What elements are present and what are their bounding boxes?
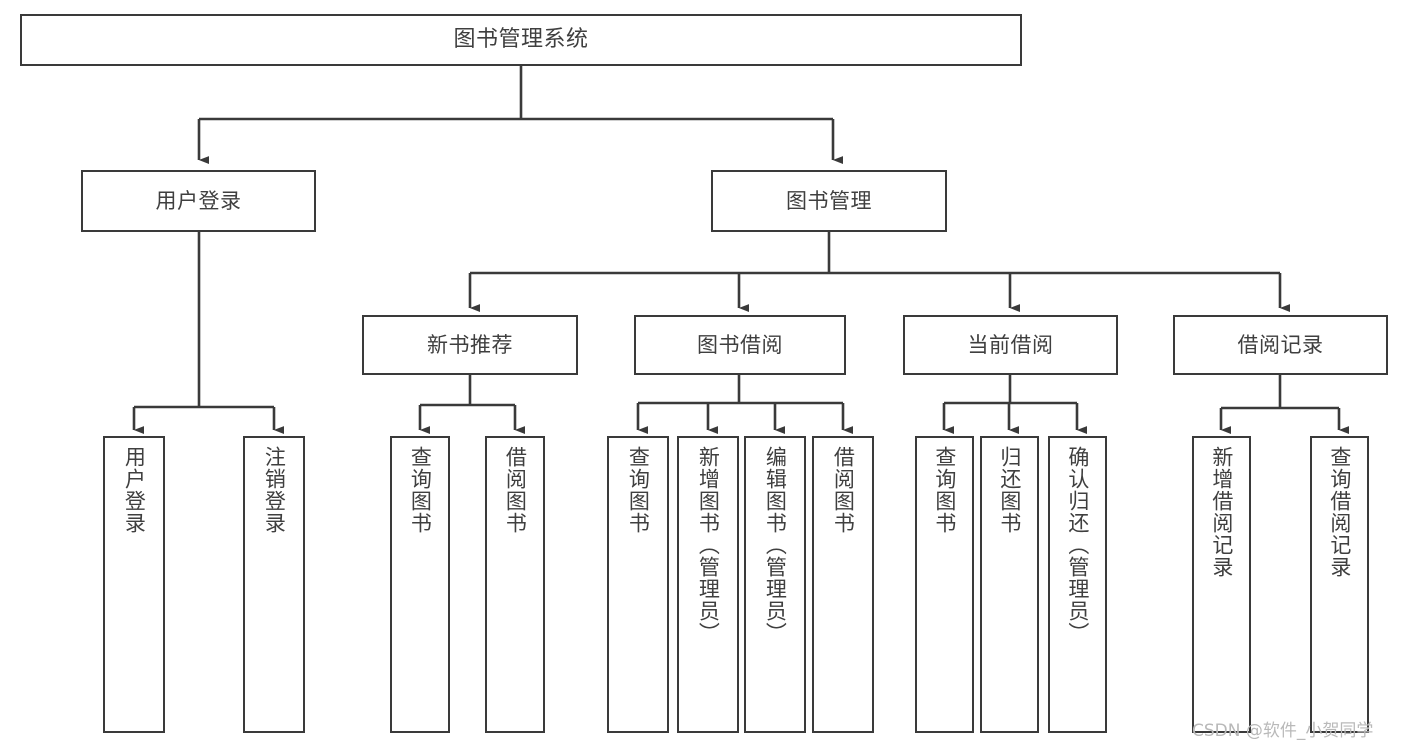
leaf-borrow-record-query[interactable]: 查询借阅记录 bbox=[1310, 436, 1369, 733]
node-label: 查询图书 bbox=[932, 446, 957, 534]
node-label: 用户登录 bbox=[155, 188, 242, 213]
node-label: 借阅图书 bbox=[831, 446, 856, 534]
leaf-new-book-query[interactable]: 查询图书 bbox=[390, 436, 450, 733]
node-label: 图书借阅 bbox=[697, 332, 783, 357]
leaf-book-borrow-edit[interactable]: 编辑图书（管理员） bbox=[744, 436, 806, 733]
node-book-management[interactable]: 图书管理 bbox=[711, 170, 947, 232]
node-current-borrow[interactable]: 当前借阅 bbox=[903, 315, 1118, 375]
node-label: 新增图书（管理员） bbox=[696, 446, 721, 644]
node-label: 借阅记录 bbox=[1237, 332, 1324, 357]
leaf-book-borrow-add[interactable]: 新增图书（管理员） bbox=[677, 436, 739, 733]
node-label: 查询图书 bbox=[408, 446, 433, 534]
node-label: 归还图书 bbox=[997, 446, 1022, 534]
leaf-current-borrow-confirm-return[interactable]: 确认归还（管理员） bbox=[1048, 436, 1107, 733]
leaf-book-borrow-query[interactable]: 查询图书 bbox=[607, 436, 669, 733]
node-label: 借阅图书 bbox=[503, 446, 528, 534]
node-user-login[interactable]: 用户登录 bbox=[81, 170, 316, 232]
node-label: 编辑图书（管理员） bbox=[763, 446, 788, 644]
node-label: 确认归还（管理员） bbox=[1065, 446, 1090, 644]
node-root-system[interactable]: 图书管理系统 bbox=[20, 14, 1022, 66]
node-label: 图书管理系统 bbox=[453, 27, 589, 53]
node-label: 当前借阅 bbox=[967, 332, 1054, 357]
leaf-current-borrow-query[interactable]: 查询图书 bbox=[915, 436, 974, 733]
leaf-user-login-login[interactable]: 用户登录 bbox=[103, 436, 165, 733]
node-label: 查询借阅记录 bbox=[1327, 446, 1352, 578]
node-label: 查询图书 bbox=[626, 446, 651, 534]
csdn-watermark: CSDN @软件_小贺同学 bbox=[1192, 721, 1374, 741]
node-label: 用户登录 bbox=[122, 446, 147, 534]
leaf-borrow-record-add[interactable]: 新增借阅记录 bbox=[1192, 436, 1251, 733]
node-borrow-record[interactable]: 借阅记录 bbox=[1173, 315, 1388, 375]
node-label: 注销登录 bbox=[262, 446, 287, 534]
node-new-book-recommend[interactable]: 新书推荐 bbox=[362, 315, 578, 375]
node-label: 新书推荐 bbox=[427, 332, 513, 357]
leaf-book-borrow-borrow[interactable]: 借阅图书 bbox=[812, 436, 874, 733]
node-label: 图书管理 bbox=[786, 188, 872, 213]
node-book-borrow[interactable]: 图书借阅 bbox=[634, 315, 846, 375]
leaf-new-book-borrow[interactable]: 借阅图书 bbox=[485, 436, 545, 733]
leaf-user-login-logout[interactable]: 注销登录 bbox=[243, 436, 305, 733]
leaf-current-borrow-return[interactable]: 归还图书 bbox=[980, 436, 1039, 733]
node-label: 新增借阅记录 bbox=[1209, 446, 1234, 578]
